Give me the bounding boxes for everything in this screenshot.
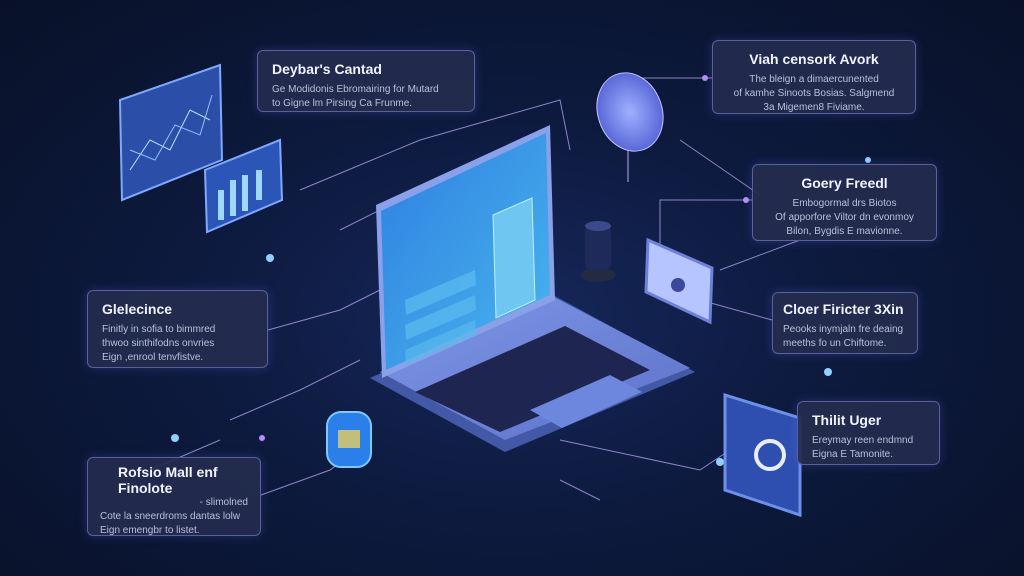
card-line: Eign ,enrool tenvfistve. bbox=[102, 352, 204, 363]
floating-bar-chart-panel bbox=[203, 138, 284, 234]
card-line: Ereymay reen endmnd bbox=[812, 435, 914, 446]
card-title: Deybar's Cantad bbox=[272, 61, 382, 77]
info-card-1: Deybar's Cantad Ge Modidonis Ebromairing… bbox=[257, 50, 475, 112]
card-line: meeths fo un Chiftome. bbox=[783, 338, 887, 349]
card-line: Bilon, Bygdis E mavionne. bbox=[786, 226, 903, 237]
card-line: Finitly in sofia to bimmred bbox=[102, 324, 216, 335]
card-line: Eign emengbr to listet. bbox=[100, 525, 200, 536]
card-title: Rofsio Mall enf Finolote bbox=[118, 464, 218, 496]
trackpad bbox=[530, 375, 642, 428]
card-line: 3a Migemen8 Fiviame. bbox=[763, 102, 865, 113]
small-tablet bbox=[644, 237, 714, 325]
card-title: Glelecince bbox=[102, 301, 173, 317]
card-title: Cloer Firicter 3Xin bbox=[783, 301, 904, 317]
keyboard bbox=[415, 326, 650, 432]
floating-chart-panel bbox=[118, 63, 224, 202]
card-line: Peooks inymjaln fre deaing bbox=[783, 324, 904, 335]
laptop bbox=[370, 125, 695, 452]
cylinder-device bbox=[580, 221, 616, 282]
card-line: Embogormal drs Biotos bbox=[792, 198, 897, 209]
card-title: Goery Freedl bbox=[801, 175, 888, 191]
card-title: Viah censork Avork bbox=[749, 51, 879, 67]
card-line: Cote la sneerdroms dantas lolw bbox=[100, 511, 241, 522]
info-card-4: Glelecince Finitly in sofia to bimmred t… bbox=[87, 290, 268, 368]
card-title: Thilit Uger bbox=[812, 412, 882, 428]
card-line: of kamhe Sinoots Bosias. Salgmend bbox=[733, 88, 895, 99]
card-subtitle: - slimolned bbox=[199, 497, 248, 508]
info-card-2: Viah censork Avork The bleign a dimaercu… bbox=[712, 40, 916, 114]
card-line: to Gigne lm Pirsing Ca Frunme. bbox=[272, 98, 413, 109]
disc-device bbox=[596, 72, 664, 182]
info-card-5: Cloer Firicter 3Xin Peooks inymjaln fre … bbox=[772, 292, 918, 354]
info-card-3: Goery Freedl Embogormal drs Biotos Of ap… bbox=[752, 164, 937, 241]
card-line: thwoo sinthifodns onvries bbox=[102, 338, 215, 349]
right-tablet bbox=[723, 392, 802, 518]
shield-badge bbox=[326, 411, 372, 468]
card-line: The bleign a dimaercunented bbox=[749, 74, 879, 85]
card-line: Of apporfore Viltor dn evonmoy bbox=[775, 212, 914, 223]
glow-dots bbox=[171, 75, 871, 466]
info-card-6: Thilit Uger Ereymay reen endmnd Eigna E … bbox=[797, 401, 940, 465]
card-line: Ge Modidonis Ebromairing for Mutard bbox=[272, 84, 439, 95]
card-line: Eigna E Tamonite. bbox=[812, 449, 893, 460]
info-card-7: Rofsio Mall enf Finolote - slimolned Cot… bbox=[87, 457, 261, 536]
